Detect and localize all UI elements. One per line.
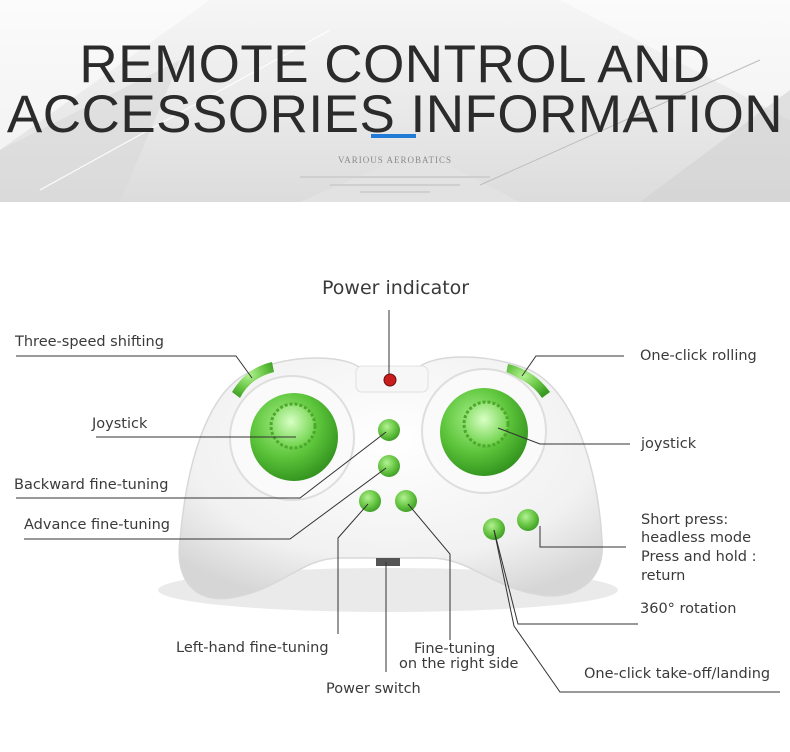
three-speed-shift-button[interactable] xyxy=(232,362,274,398)
label-power-indicator: Power indicator xyxy=(322,277,470,299)
backward-trim-button[interactable] xyxy=(378,419,400,441)
takeoff-landing-button[interactable] xyxy=(483,518,505,540)
decorative-fine-line xyxy=(330,184,460,186)
leader-headless xyxy=(539,526,626,548)
leader-backward-trim xyxy=(16,431,387,499)
decorative-fine-line xyxy=(360,191,430,193)
label-short-press-line-1: Short press: xyxy=(641,512,729,528)
label-fine-tuning-right-line-1: Fine-tuning xyxy=(414,641,496,657)
headless-mode-button[interactable] xyxy=(517,509,539,531)
forward-trim-button[interactable] xyxy=(378,455,400,477)
decorative-fine-line xyxy=(300,176,490,178)
power-switch[interactable] xyxy=(376,558,400,566)
left-joystick-cap[interactable] xyxy=(269,402,317,450)
controller-diagram xyxy=(16,310,780,693)
label-press-hold-line-2: return xyxy=(641,568,686,584)
right-joystick-cap[interactable] xyxy=(462,400,510,448)
leader-three-speed xyxy=(16,355,253,379)
label-joystick-right: joystick xyxy=(641,436,697,452)
leader-left-trim xyxy=(337,503,369,634)
header-banner: REMOTE CONTROL AND ACCESSORIES INFORMATI… xyxy=(0,0,790,202)
one-click-roll-button[interactable] xyxy=(506,364,550,398)
leader-takeoff xyxy=(493,529,780,693)
label-short-press-line-2: headless mode xyxy=(641,530,751,546)
label-joystick-left: Joystick xyxy=(92,416,148,432)
label-one-click-rolling: One-click rolling xyxy=(640,348,757,364)
leader-advance-trim xyxy=(24,467,387,540)
label-fine-tuning-right-line-2: on the right side xyxy=(399,656,519,672)
banner-title-line-2: ACCESSORIES INFORMATION xyxy=(6,85,784,144)
label-left-hand-fine-tuning: Left-hand fine-tuning xyxy=(176,640,329,656)
label-press-hold-line-1: Press and hold : xyxy=(641,549,757,565)
right-trim-button[interactable] xyxy=(395,490,417,512)
leader-joystick-right xyxy=(497,427,630,445)
power-indicator-led xyxy=(383,373,397,387)
label-three-speed-shifting: Three-speed shifting xyxy=(15,334,164,350)
title-accent-bar xyxy=(371,134,416,138)
label-backward-fine-tuning: Backward fine-tuning xyxy=(14,477,169,493)
left-trim-button[interactable] xyxy=(359,490,381,512)
label-power-switch: Power switch xyxy=(326,681,421,697)
label-advance-fine-tuning: Advance fine-tuning xyxy=(24,517,170,533)
leader-one-click-rolling xyxy=(521,355,624,377)
leader-right-trim xyxy=(407,503,451,640)
label-360-rotation: 360° rotation xyxy=(640,601,737,617)
label-take-off-landing: One-click take-off/landing xyxy=(584,666,771,682)
banner-subtitle: VARIOUS AEROBATICS xyxy=(337,155,453,165)
leader-360 xyxy=(493,529,638,625)
banner-title-line-1: REMOTE CONTROL AND xyxy=(79,35,711,94)
